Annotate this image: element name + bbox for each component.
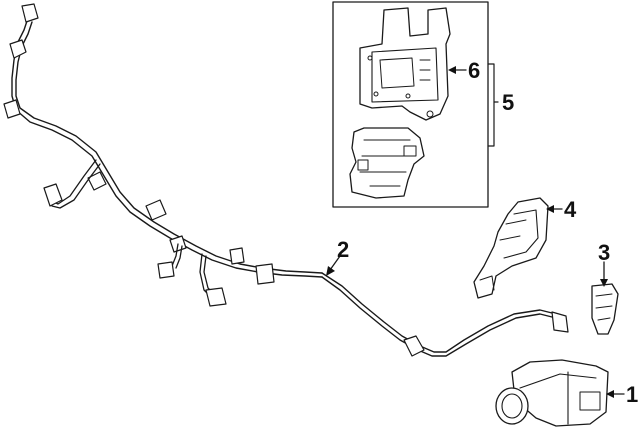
retainer-clip xyxy=(591,283,619,335)
callout-2: 2 xyxy=(337,237,349,262)
callout-3: 3 xyxy=(598,240,610,265)
wiring-harness xyxy=(3,3,569,357)
leader-lines xyxy=(326,66,625,398)
callout-4: 4 xyxy=(564,197,577,222)
assembly-box xyxy=(332,1,499,208)
control-module xyxy=(349,127,425,199)
callout-labels: 1 2 3 4 5 6 xyxy=(337,58,638,407)
callout-5: 5 xyxy=(502,90,514,115)
sensor-module-bracket xyxy=(359,7,451,121)
callout-1: 1 xyxy=(626,382,638,407)
callout-6: 6 xyxy=(468,58,480,83)
parking-sensor xyxy=(495,359,609,427)
sensor-bracket xyxy=(473,197,549,299)
